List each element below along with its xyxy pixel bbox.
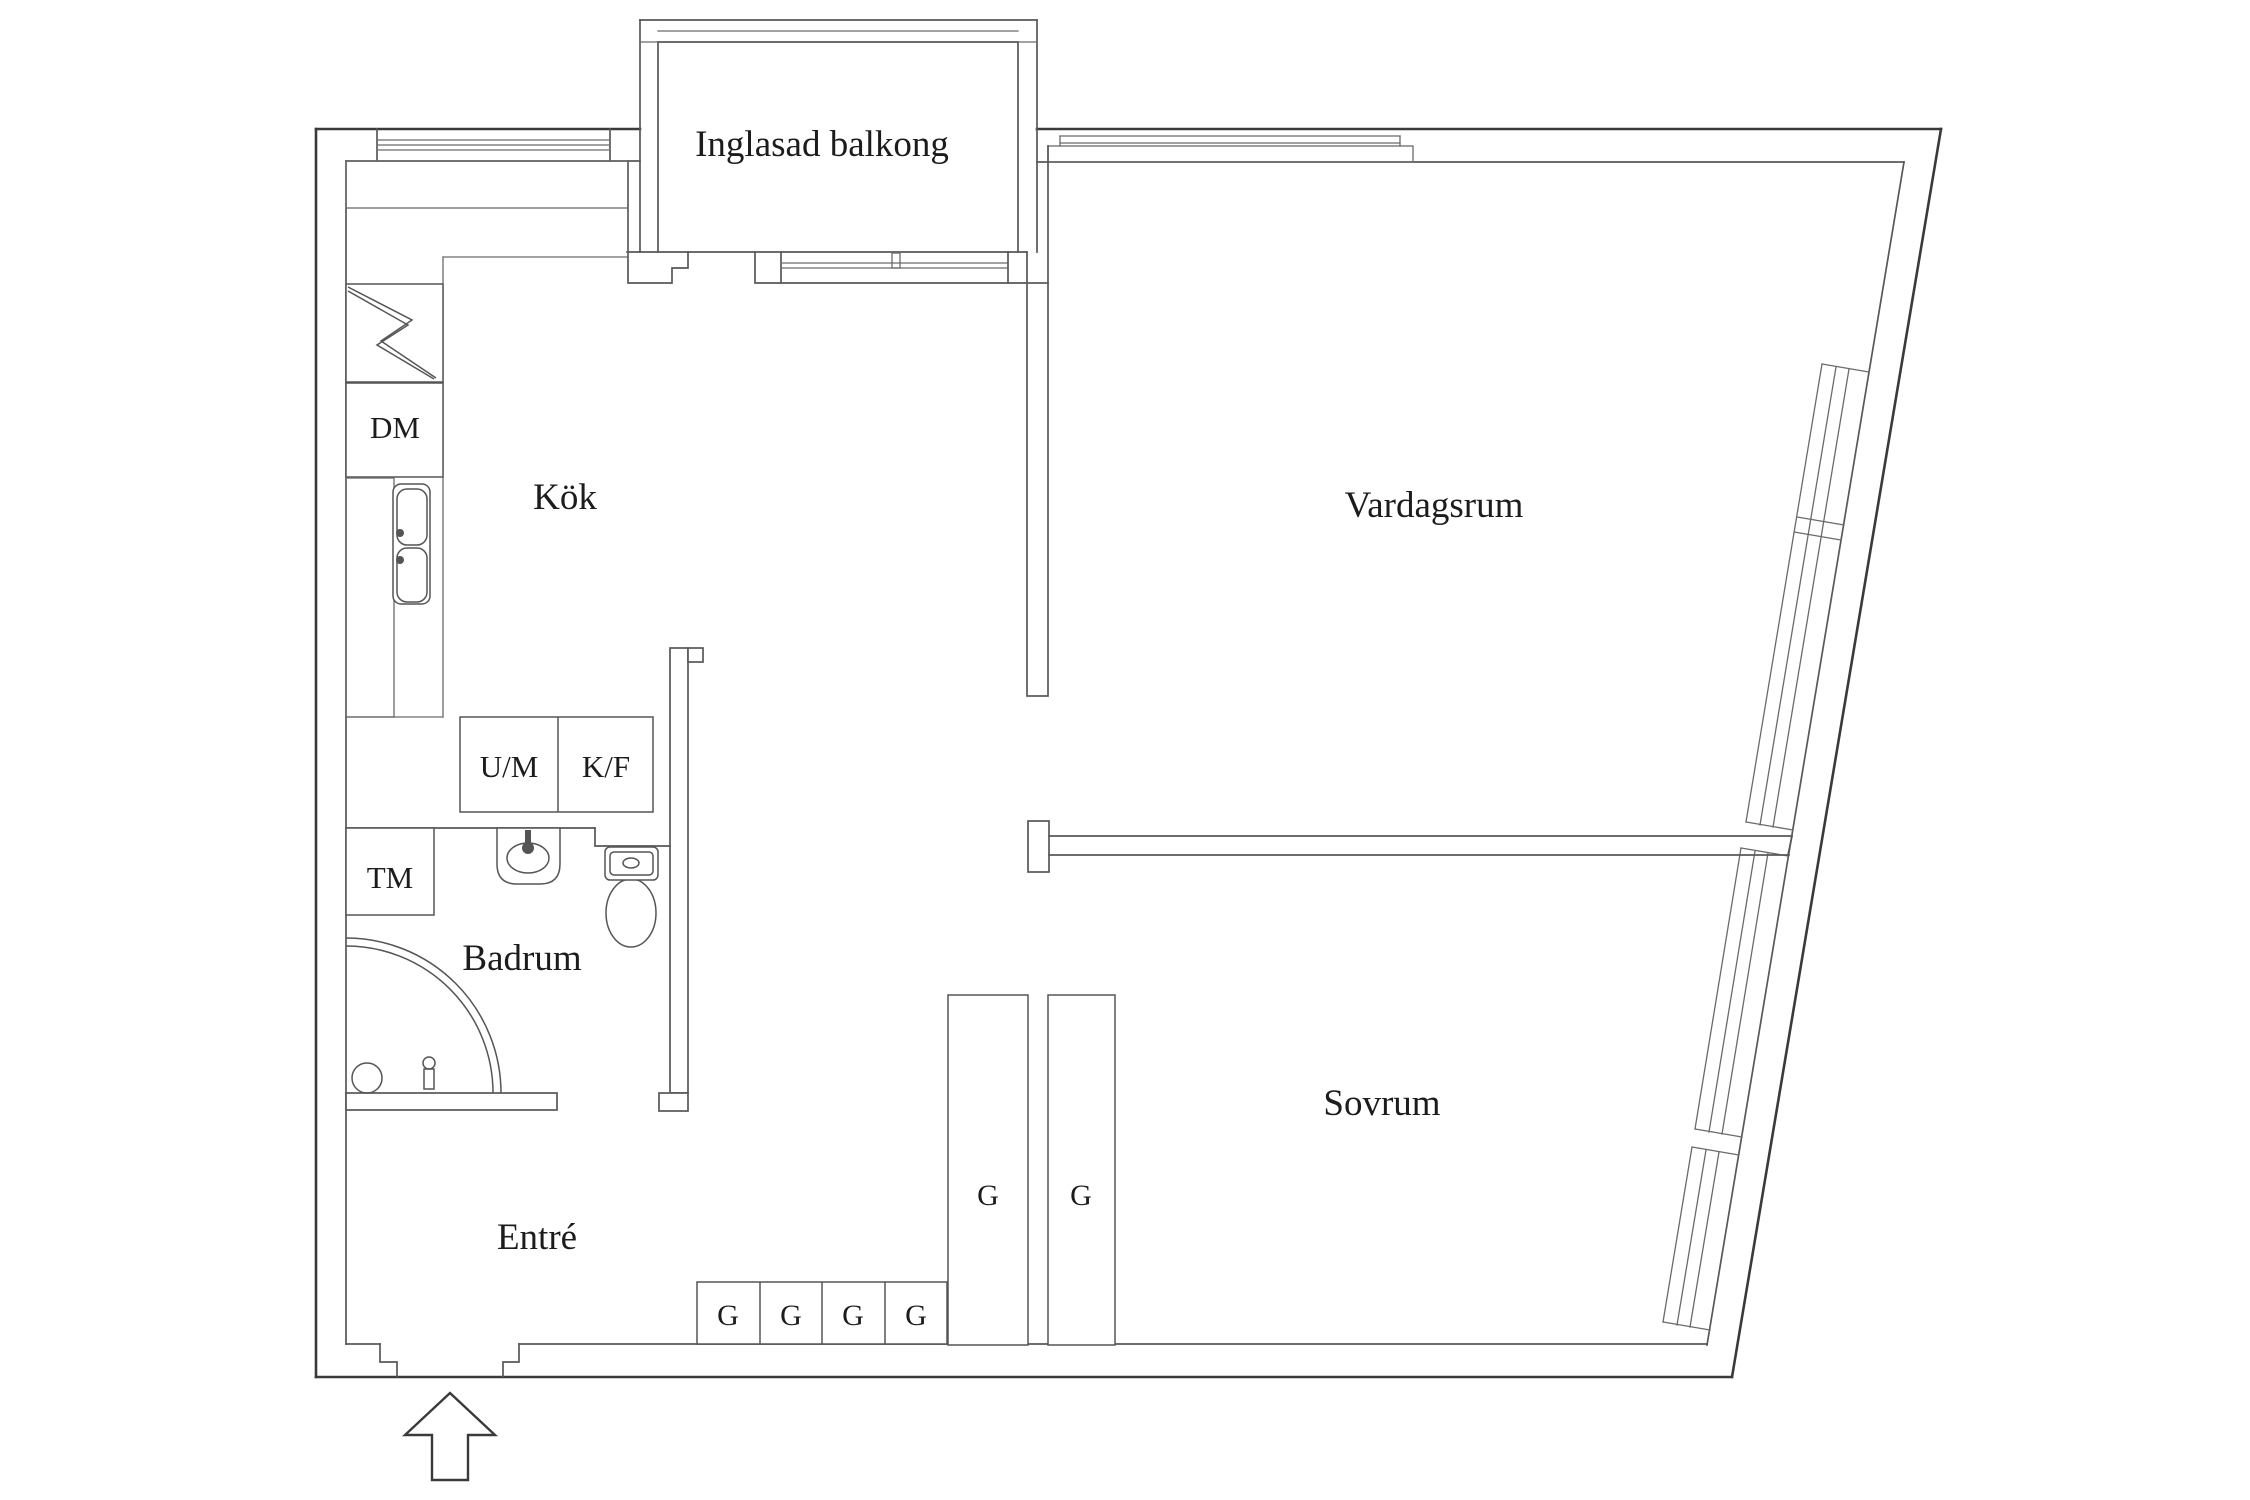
- label-wardrobe-tall-2: G: [1070, 1179, 1092, 1212]
- entry-arrow-icon: [401, 1391, 499, 1482]
- entrance-door-recess: [379, 1343, 520, 1377]
- label-living-room: Vardagsrum: [1345, 485, 1524, 526]
- livingroom-bedroom-divider-wall: [1027, 820, 1794, 873]
- label-oven-microwave: U/M: [480, 749, 539, 784]
- bedroom-side-window-lower: [1662, 1146, 1740, 1331]
- label-wardrobe-row-2: G: [780, 1299, 802, 1332]
- washing-machine-box: [345, 827, 435, 916]
- label-balcony: Inglasad balkong: [695, 124, 949, 165]
- label-washing-machine: TM: [367, 860, 414, 895]
- kitchen-window: [376, 128, 611, 162]
- toilet-icon: [604, 846, 659, 948]
- label-kitchen: Kök: [533, 477, 597, 518]
- label-bathroom: Badrum: [462, 938, 581, 979]
- kitchen-livingroom-divider-wall: [1026, 282, 1049, 697]
- label-bedroom: Sovrum: [1323, 1083, 1440, 1124]
- balcony-door-band: [626, 160, 1028, 284]
- label-entrance: Entré: [497, 1217, 577, 1258]
- label-wardrobe-row-3: G: [842, 1299, 864, 1332]
- shower-icon: [345, 937, 502, 1094]
- label-wardrobe-row-4: G: [905, 1299, 927, 1332]
- wardrobe-row: [696, 1281, 948, 1345]
- label-wardrobe-tall-1: G: [977, 1179, 999, 1212]
- living-room-top-window: [1047, 135, 1414, 284]
- living-room-side-window: [1745, 363, 1870, 831]
- bedroom-side-window-upper: [1694, 847, 1789, 1138]
- label-fridge-freezer: K/F: [582, 749, 630, 784]
- tall-wardrobes: [947, 994, 1116, 1346]
- bathroom-hall-wall: [658, 647, 704, 1112]
- balcony-glazing: [639, 19, 1038, 253]
- oven-fridge-boxes: [459, 716, 654, 813]
- washbasin-icon: [496, 827, 561, 885]
- labels: Inglasad balkong Kök Vardagsrum Sovrum B…: [367, 124, 1524, 1332]
- dishwasher-box: [345, 382, 444, 478]
- label-dishwasher: DM: [370, 410, 420, 445]
- stove-icon: [345, 283, 444, 383]
- kitchen-sink-icon: [345, 477, 431, 718]
- label-wardrobe-row-1: G: [717, 1299, 739, 1332]
